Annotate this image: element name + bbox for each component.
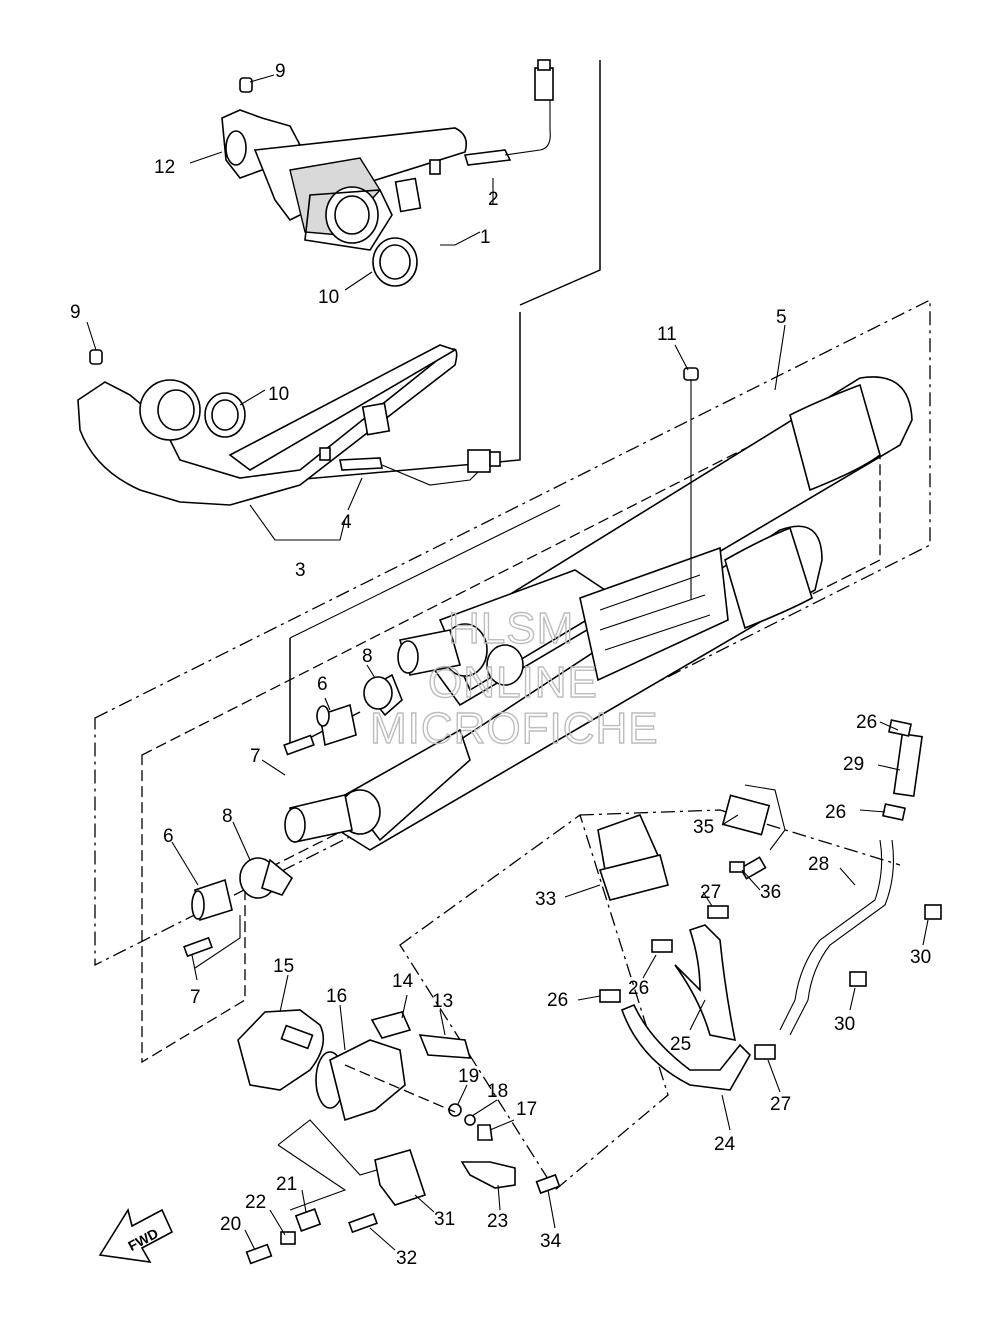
callout-13: 13 [432, 991, 453, 1012]
callout-3: 3 [295, 560, 306, 581]
callout-26: 26 [825, 802, 846, 823]
callout-5: 5 [776, 307, 787, 328]
callout-17: 17 [516, 1099, 537, 1120]
callout-35: 35 [693, 817, 714, 838]
group-outlines [94, 60, 931, 1211]
exhaust-pipe-3-assembly [77, 344, 501, 506]
callout-21: 21 [276, 1174, 297, 1195]
callout-28: 28 [808, 854, 829, 875]
callout-23: 23 [487, 1211, 508, 1232]
air-induction-system [597, 719, 942, 1091]
callout-14: 14 [392, 971, 414, 992]
callout-12: 12 [154, 157, 175, 178]
callout-4: 4 [341, 512, 352, 533]
callout-15: 15 [273, 956, 294, 977]
callout-labels: 9 12 2 1 10 9 10 4 3 11 5 8 6 7 8 6 7 26… [70, 61, 931, 1269]
callout-11: 11 [657, 324, 677, 345]
callout-31: 31 [434, 1209, 455, 1230]
callout-30: 30 [910, 947, 931, 968]
callout-6: 6 [317, 674, 328, 695]
callout-8: 8 [222, 806, 233, 827]
callout-26: 26 [547, 990, 568, 1011]
callout-30: 30 [834, 1014, 855, 1035]
callout-6: 6 [163, 826, 174, 847]
watermark: HLSM ONLINE MICROFICHE [369, 603, 659, 753]
callout-29: 29 [843, 754, 864, 775]
callout-7: 7 [190, 987, 201, 1008]
callout-10: 10 [318, 287, 339, 308]
callout-8: 8 [362, 646, 373, 667]
gaskets-and-clamps [183, 673, 403, 958]
callout-16: 16 [326, 986, 347, 1007]
callout-33: 33 [535, 889, 556, 910]
callout-26: 26 [856, 712, 877, 733]
callout-27: 27 [770, 1094, 791, 1115]
callout-32: 32 [396, 1248, 417, 1269]
callout-34: 34 [540, 1231, 562, 1252]
callout-1: 1 [480, 227, 491, 248]
fwd-direction-arrow: FWD [98, 1207, 174, 1264]
muffler-5-assembly [284, 367, 913, 851]
callout-25: 25 [670, 1034, 691, 1055]
callout-10: 10 [268, 384, 289, 405]
leader-lines [86, 74, 929, 1251]
callout-2: 2 [488, 189, 499, 210]
callout-22: 22 [245, 1192, 266, 1213]
exhaust-pipe-1-assembly [221, 59, 554, 287]
callout-19: 19 [458, 1066, 479, 1087]
callout-9: 9 [275, 61, 286, 82]
reed-valve-assembly [237, 1009, 561, 1265]
watermark-line-2: ONLINE [428, 658, 598, 707]
callout-36: 36 [760, 882, 781, 903]
callout-9: 9 [70, 302, 81, 323]
callout-18: 18 [487, 1081, 508, 1102]
watermark-line-1: HLSM [448, 604, 574, 653]
callout-27: 27 [700, 882, 721, 903]
callout-26: 26 [628, 978, 649, 999]
watermark-line-3: MICROFICHE [370, 704, 659, 753]
callout-7: 7 [250, 746, 261, 767]
callout-20: 20 [220, 1214, 241, 1235]
callout-24: 24 [714, 1134, 736, 1155]
